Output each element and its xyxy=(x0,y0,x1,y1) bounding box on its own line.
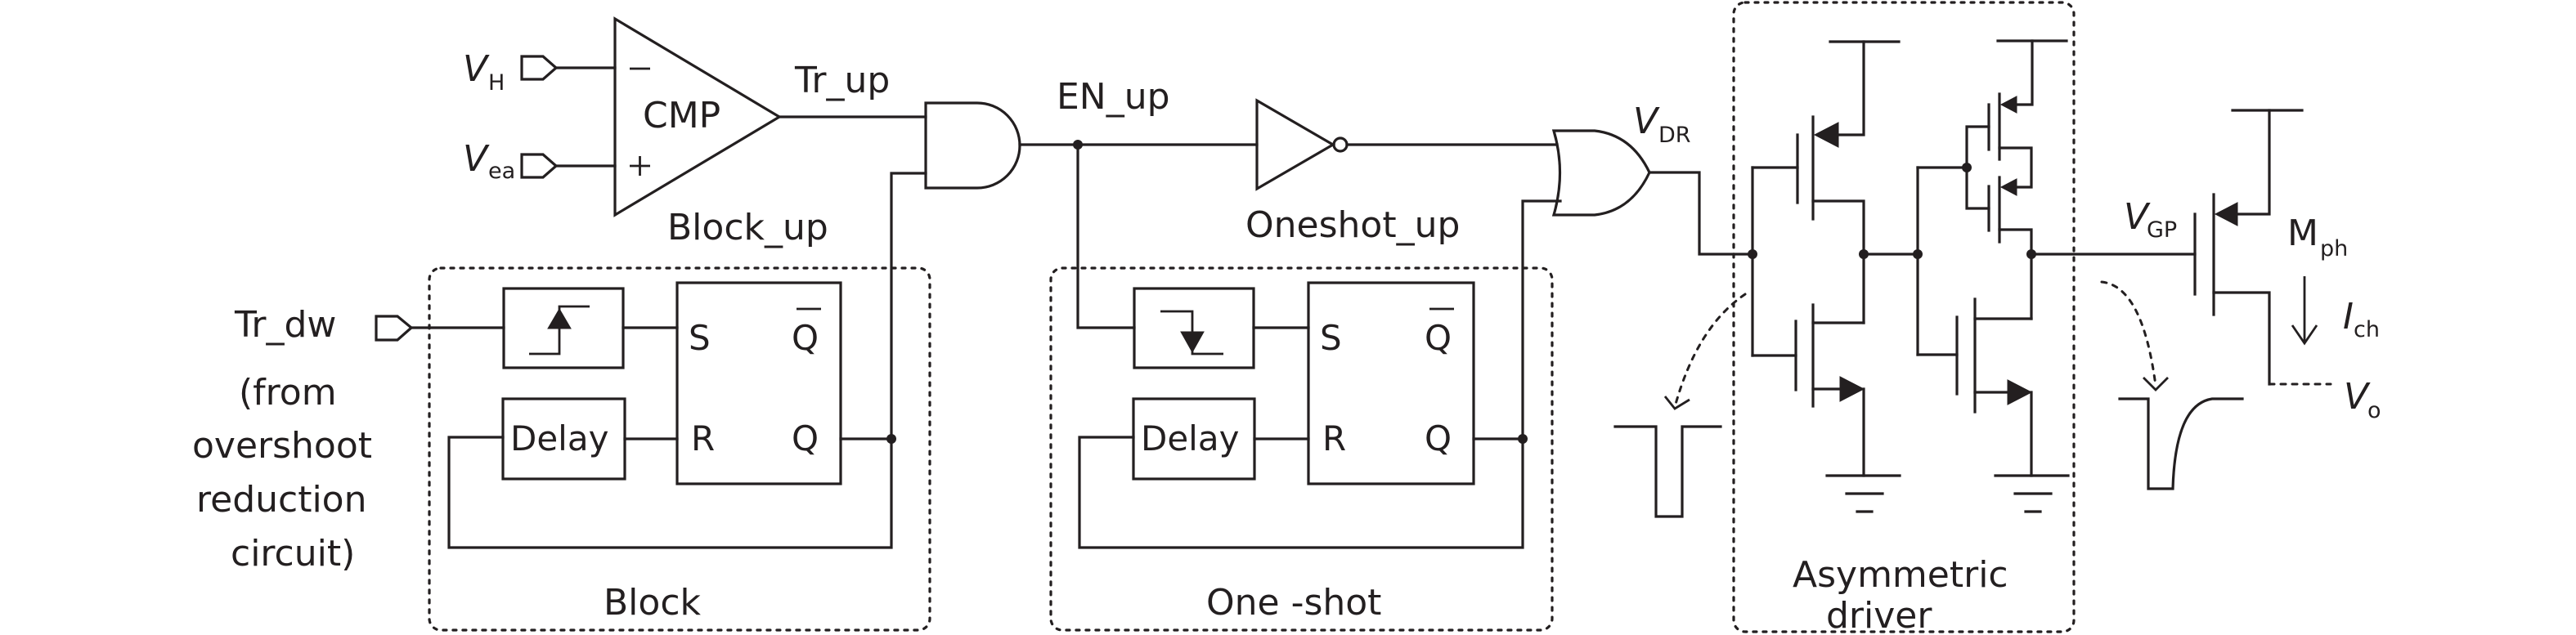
oneshot-latch-r: R xyxy=(1322,418,1346,458)
pmos1-source-wire xyxy=(1833,40,1865,136)
vh-label-sub: H xyxy=(488,70,505,96)
comparator-label: CMP xyxy=(643,95,720,136)
vh-input: V H xyxy=(463,48,617,96)
nmos1-arrow-icon xyxy=(1839,376,1865,402)
pmos-stack-mid-wire xyxy=(1998,146,2033,189)
pmos1-arrow-icon xyxy=(1813,122,1839,148)
mph-source-wire xyxy=(2234,109,2271,216)
block-feedback-wire xyxy=(447,436,893,549)
pmos1-drain-wire xyxy=(1811,199,1865,324)
and-gate xyxy=(924,101,1021,190)
vea-label: V xyxy=(463,138,490,180)
pmos-stack-gate-rail xyxy=(1965,125,1990,210)
vea-label-sub: ea xyxy=(488,159,515,184)
rising-edge-icon xyxy=(529,305,590,356)
comparator-symbol xyxy=(613,16,783,217)
vdr-arrowhead-icon xyxy=(1663,396,1690,410)
oneshot-up-wire xyxy=(1521,199,1562,440)
oneshot-latch-s: S xyxy=(1320,318,1342,358)
tr-dw-port-icon xyxy=(375,315,414,342)
oneshot-up-label: Oneshot_up xyxy=(1245,204,1460,246)
vh-port-icon xyxy=(520,55,559,81)
block-subcircuit: Tr_dw (from overshoot reduction circuit)… xyxy=(192,266,931,632)
ich-arrow-icon xyxy=(2291,324,2318,346)
power-pmos: V GP M ph I ch V o xyxy=(2030,109,2381,423)
vgp-pulse xyxy=(2118,397,2244,490)
vea-port-icon xyxy=(520,153,559,179)
vo-label: V xyxy=(2344,376,2371,418)
pmos2b-drain-wire xyxy=(1998,228,2033,320)
vdr-wire xyxy=(1648,171,1754,256)
mph-label: M xyxy=(2287,212,2318,254)
vdr-label: V xyxy=(1633,101,1660,142)
mph-label-sub: ph xyxy=(2320,236,2348,262)
block-delay-label: Delay xyxy=(510,418,608,458)
vdr-label-sub: DR xyxy=(1658,123,1691,148)
or-gate xyxy=(1551,129,1651,217)
oneshot-delay-label: Delay xyxy=(1141,418,1239,458)
pmos2a-arrow-icon xyxy=(1999,96,2017,114)
en-up-to-oneshot-wire xyxy=(1076,143,1136,329)
en-up-label: EN_up xyxy=(1057,76,1170,118)
nmos2-arrow-icon xyxy=(2007,379,2033,405)
mph-arrow-icon xyxy=(2214,202,2238,226)
up-arrow-icon xyxy=(547,308,572,329)
vdr-pulse xyxy=(1613,425,1722,518)
ich-label: I xyxy=(2343,296,2354,338)
vh-label: V xyxy=(463,48,490,90)
ground-icon xyxy=(1825,474,1901,513)
oneshot-boundary xyxy=(1049,266,1554,632)
vgp-waveform xyxy=(2100,280,2244,490)
vgp-label: V xyxy=(2124,196,2151,238)
oneshot-feedback-wire xyxy=(1078,436,1524,549)
block-latch-qbar: Q xyxy=(792,318,819,358)
block-latch-q: Q xyxy=(792,418,819,458)
oneshot-subcircuit: Delay S R Q Q One -shot xyxy=(1049,266,1554,632)
vdr-pulse-waveform xyxy=(1613,293,1747,518)
ground-icon xyxy=(1994,474,2070,513)
oneshot-sr-latch xyxy=(1307,281,1475,485)
inverter xyxy=(1255,98,1336,191)
oneshot-latch-qbar: Q xyxy=(1425,318,1452,358)
mph-drain-wire xyxy=(2212,291,2271,386)
vdr-dashed-arrow xyxy=(1673,293,1747,409)
driver-title-line1: Asymmetric xyxy=(1793,554,2008,596)
driver-title-line2: driver xyxy=(1826,595,1932,635)
vgp-arrowhead-icon xyxy=(2143,377,2169,391)
ich-label-sub: ch xyxy=(2354,317,2380,342)
driver-input-junction xyxy=(1748,249,1757,259)
block-up-label: Block_up xyxy=(667,207,828,248)
vgp-dashed-arrow xyxy=(2100,280,2157,387)
comparator: CMP xyxy=(613,16,783,217)
block-latch-r: R xyxy=(691,418,715,458)
tr-dw-note-2: overshoot xyxy=(192,425,372,467)
block-latch-s: S xyxy=(689,318,711,358)
block-sr-latch xyxy=(675,281,842,485)
vgp-label-sub: GP xyxy=(2147,217,2177,243)
oneshot-latch-q: Q xyxy=(1425,418,1452,458)
block-boundary xyxy=(428,266,931,632)
vea-input: V ea xyxy=(463,138,617,184)
tr-dw-note-1: (from xyxy=(239,372,337,414)
tr-dw-note-4: circuit) xyxy=(231,533,355,575)
asymmetric-driver: Asymmetric driver xyxy=(1732,1,2076,635)
block-up-wire xyxy=(890,172,927,440)
tr-up-label: Tr_up xyxy=(794,60,890,101)
vo-label-sub: o xyxy=(2367,398,2381,423)
pmos2a-source-wire xyxy=(2012,39,2034,106)
inverter-bubble xyxy=(1332,136,1349,153)
driver-boundary xyxy=(1732,1,2076,633)
tr-dw-note-3: reduction xyxy=(196,479,366,521)
pmos2b-arrow-icon xyxy=(1999,178,2017,196)
down-arrow-icon xyxy=(1180,331,1205,354)
tr-dw-label: Tr_dw xyxy=(234,304,336,346)
falling-edge-detector xyxy=(1133,287,1255,369)
oneshot-title: One -shot xyxy=(1206,582,1381,624)
block-title: Block xyxy=(604,582,702,624)
